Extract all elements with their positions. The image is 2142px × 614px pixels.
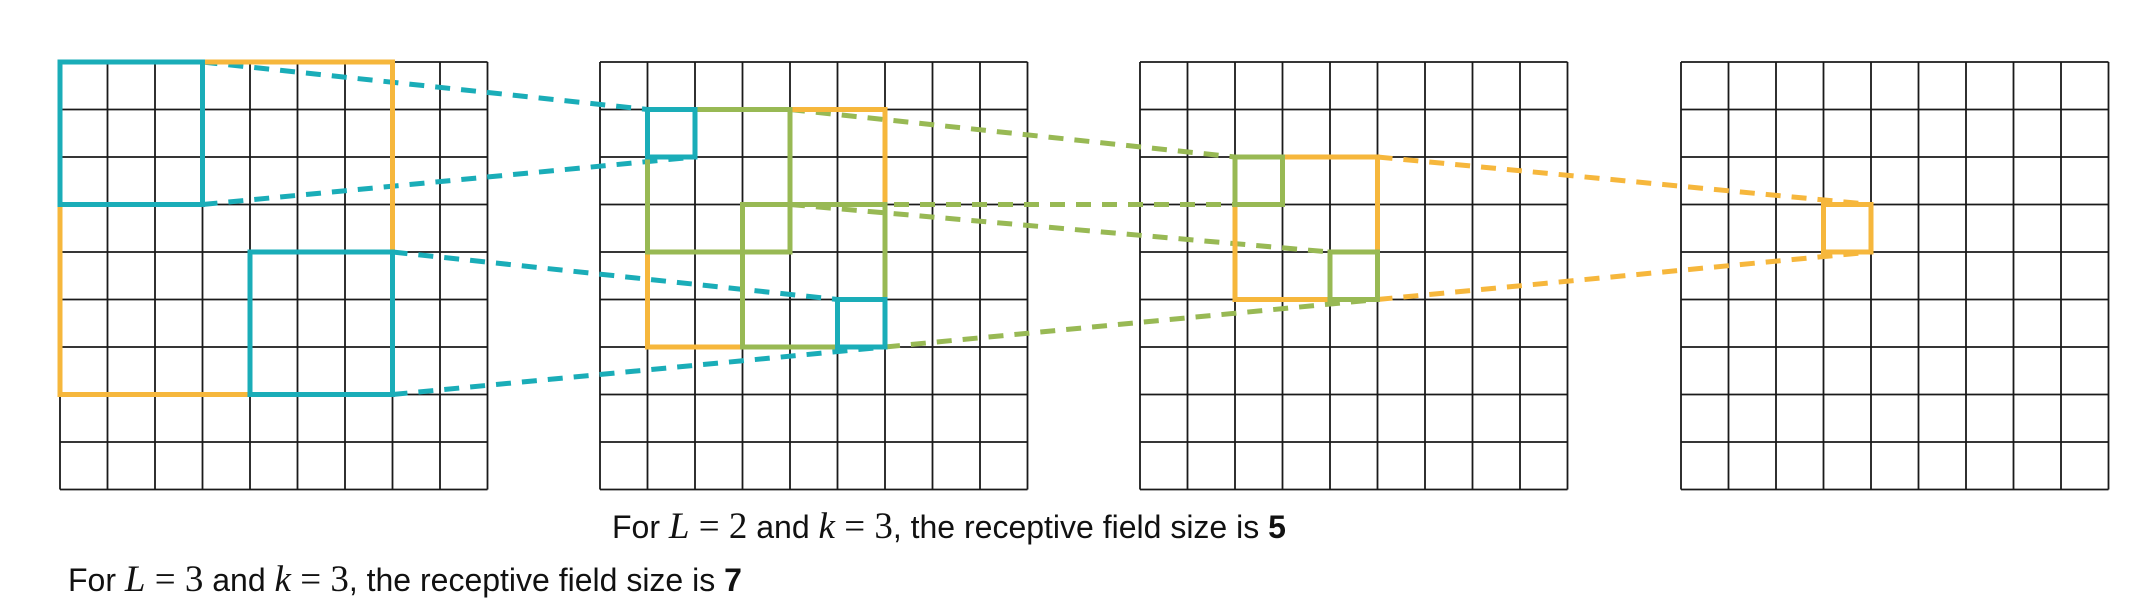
teal-dashed-connector xyxy=(202,59,648,112)
green-dashed-connector xyxy=(884,297,1378,350)
orange-box-layer-3 xyxy=(1232,154,1380,302)
orange-box-layer-1 xyxy=(57,59,395,397)
green-box-layer-2 xyxy=(740,202,888,350)
layer-grid-1 xyxy=(59,61,489,491)
green-dashed-connector xyxy=(789,202,1331,255)
layer-grid-2 xyxy=(599,61,1029,491)
teal-box-layer-2 xyxy=(835,297,888,350)
teal-dashed-connector xyxy=(392,249,838,302)
caption-l2-receptive-field: For L = 2 and k = 3, the receptive field… xyxy=(612,506,1286,547)
orange-box-layer-2 xyxy=(645,107,888,350)
green-box-layer-3 xyxy=(1327,249,1380,302)
layer-grid-3 xyxy=(1139,61,1569,491)
caption-l3-receptive-field: For L = 3 and k = 3, the receptive field… xyxy=(68,559,742,600)
teal-dashed-connector xyxy=(392,344,886,397)
teal-dashed-connector xyxy=(202,154,696,207)
orange-dashed-connector xyxy=(1377,249,1872,302)
orange-dashed-connector xyxy=(1377,154,1872,207)
teal-box-layer-1 xyxy=(247,249,395,397)
orange-box-layer-4 xyxy=(1821,202,1874,255)
green-dashed-connector xyxy=(789,107,1236,160)
receptive-field-value: 7 xyxy=(724,562,742,598)
teal-box-layer-2 xyxy=(645,107,698,160)
receptive-field-value: 5 xyxy=(1268,509,1286,545)
receptive-field-boxes xyxy=(57,59,1874,397)
green-box-layer-3 xyxy=(1232,154,1285,207)
green-box-layer-2 xyxy=(645,107,793,255)
teal-box-layer-1 xyxy=(57,59,205,207)
layer-grids xyxy=(59,61,2110,491)
projection-lines xyxy=(202,59,1872,397)
layer-grid-4 xyxy=(1680,61,2110,491)
